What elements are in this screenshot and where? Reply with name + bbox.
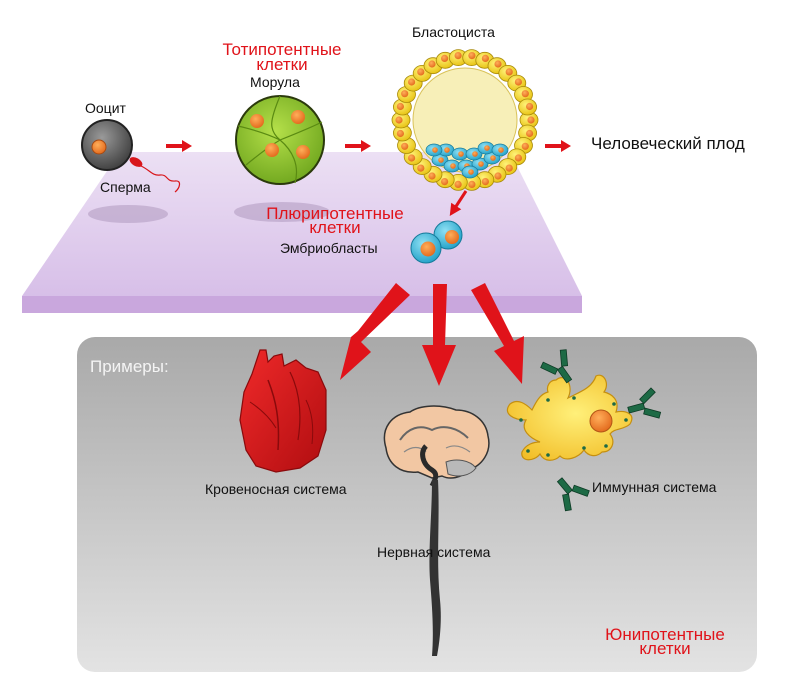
immune-cell-icon — [506, 374, 633, 461]
blastocyst-cell-nucleus — [417, 68, 425, 76]
blastocyst-cell-nucleus — [521, 142, 529, 150]
inner-cell-mass-nucleus — [458, 151, 464, 157]
differentiation-arrows — [340, 283, 524, 386]
inner-cell-mass-nucleus — [444, 147, 450, 153]
blastocyst-cell-nucleus — [401, 90, 409, 98]
unipotent-label: Юнипотентные клетки — [590, 625, 740, 658]
blastocyst-cell-nucleus — [417, 164, 425, 172]
blastocyst-cell-nucleus — [408, 78, 416, 86]
sperm-label: Сперма — [100, 179, 151, 195]
totipotent-label: Тотипотентные клетки — [212, 40, 352, 74]
heart-icon — [239, 349, 327, 473]
blastocyst-cell-nucleus — [395, 116, 403, 124]
circulatory-label: Кровеносная система — [205, 481, 347, 497]
blastocyst-cell-nucleus — [514, 154, 523, 162]
embryoblasts-icon — [410, 220, 463, 264]
examples-title: Примеры: — [90, 357, 169, 376]
examples-panel — [77, 337, 757, 672]
antibody-icon — [540, 349, 662, 512]
blastocyst-cell-nucleus — [454, 180, 462, 188]
blastocyst-cell-nucleus — [396, 102, 404, 111]
embryoblasts-label: Эмбриобласты — [280, 240, 378, 256]
pluripotent-label: Плюрипотентные клетки — [255, 204, 415, 237]
blastocyst-cell-nucleus — [441, 178, 449, 186]
arrow-blastocyst-to-embryoblasts — [449, 190, 468, 217]
blastocyst-cell-nucleus — [481, 54, 489, 63]
blastocyst-cell-nucleus — [514, 78, 523, 86]
totipotent-line-1: Тотипотентные — [222, 40, 342, 59]
blastocyst-cell-nucleus — [527, 116, 535, 124]
blastocyst-cell-nucleus — [481, 178, 489, 186]
inner-cell-mass-nucleus — [450, 163, 456, 169]
inner-cell-mass-nucleus — [472, 151, 478, 157]
blastocyst-cell-nucleus — [468, 52, 476, 60]
blastocyst-cell-nucleus — [428, 60, 436, 68]
blastocyst-cell-nucleus — [441, 54, 449, 63]
inner-cell-mass-nucleus — [498, 147, 504, 153]
blastocyst-cell-nucleus — [454, 52, 462, 60]
blastocyst-cell-nucleus — [494, 172, 502, 180]
blastocyst-cell-nucleus — [526, 102, 534, 111]
pluripotent-line-1: Плюрипотентные — [266, 204, 404, 223]
totipotent-line-2: клетки — [256, 55, 308, 74]
pluripotent-line-2: клетки — [309, 218, 361, 237]
brain-icon — [383, 405, 490, 656]
unipotent-line-2: клетки — [639, 639, 691, 658]
immune-label: Иммунная система — [592, 479, 717, 495]
nervous-label: Нервная система — [377, 544, 491, 560]
oocyte-label: Ооцит — [85, 100, 126, 116]
blastocyst-cell-nucleus — [428, 172, 436, 180]
inner-cell-mass-nucleus — [484, 145, 490, 151]
oocyte-icon — [81, 119, 133, 171]
unipotent-line-1: Юнипотентные — [605, 625, 725, 644]
blastocyst-cell-nucleus — [468, 180, 476, 188]
blastocyst-cell-nucleus — [408, 154, 416, 162]
morula-icon — [235, 95, 325, 185]
blastocyst-cell-nucleus — [505, 68, 513, 76]
morula-label: Морула — [250, 74, 300, 90]
spinal-cord — [429, 480, 441, 656]
sperm-icon — [129, 157, 181, 193]
inner-cell-mass-nucleus — [432, 147, 438, 153]
blastocyst-icon — [391, 49, 539, 191]
inner-cell-mass-nucleus — [438, 157, 444, 163]
inner-cell-mass-nucleus — [468, 169, 474, 175]
flow-arrows-top — [166, 140, 571, 152]
inner-cell-mass-nucleus — [478, 161, 484, 167]
blastocyst-cell-nucleus — [494, 60, 502, 68]
blastocyst-cell-nucleus — [401, 142, 409, 150]
blastocyst-label: Бластоциста — [412, 24, 495, 40]
blastocyst-cell-nucleus — [521, 90, 529, 98]
blastocyst-cell-nucleus — [396, 129, 404, 138]
blastocyst-cell-nucleus — [505, 164, 513, 172]
inner-cell-mass-nucleus — [490, 155, 496, 161]
fetus-label: Человеческий плод — [591, 134, 745, 153]
blastocyst-cell-nucleus — [526, 129, 534, 138]
